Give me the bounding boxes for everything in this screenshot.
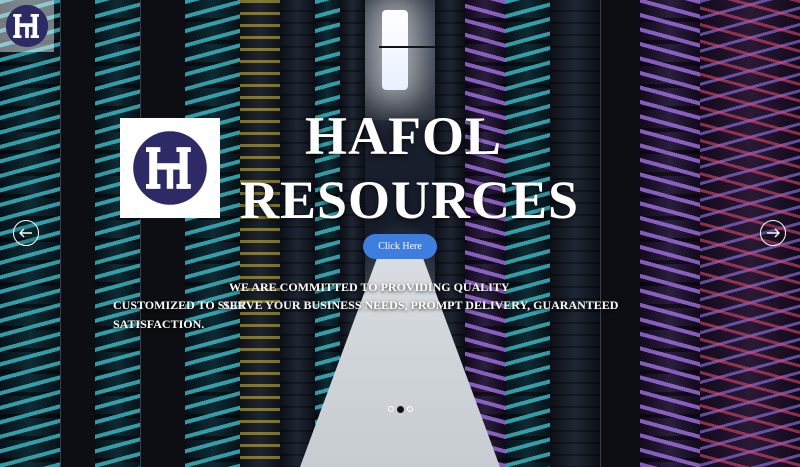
hero-tagline-line3: SATISFACTION. (113, 317, 205, 331)
background-rack (185, 0, 240, 467)
arrow-left-icon (19, 228, 32, 238)
hero-tagline-line2a: CUSTOMIZED TO SUIT (113, 298, 246, 312)
hafol-hr-monogram-icon (133, 131, 207, 205)
carousel-next-button[interactable] (760, 220, 786, 246)
background-rack-frame (60, 0, 97, 467)
background-rack (280, 0, 315, 467)
hafol-hr-monogram-icon (5, 4, 49, 48)
background-rack-frame (600, 0, 642, 467)
hero-title-line1: HAFOL (305, 106, 503, 166)
click-here-button[interactable]: Click Here (363, 234, 437, 259)
background-ceiling-bar (379, 46, 439, 48)
background-ceiling-light (382, 10, 408, 90)
hero-tagline-line2b: SERVE YOUR BUSINESS NEEDS, PROMPT DELIVE… (223, 298, 619, 312)
arrow-right-icon (767, 228, 780, 238)
corner-logo[interactable] (0, 0, 54, 52)
background-rack (505, 0, 550, 467)
hero-tagline-line1: WE ARE COMMITTED TO PROVIDING QUALITY (229, 280, 510, 294)
carousel-dot[interactable] (388, 406, 394, 412)
hero-title-line2: RESOURCES (240, 170, 580, 230)
carousel-dot-active[interactable] (397, 406, 404, 413)
carousel-indicators (388, 406, 413, 413)
brand-logo (120, 118, 220, 218)
background-rack (550, 0, 600, 467)
carousel-prev-button[interactable] (13, 220, 39, 246)
carousel-dot[interactable] (407, 406, 413, 412)
background-rack (640, 0, 700, 467)
background-rack (95, 0, 140, 467)
background-rack (240, 0, 280, 467)
background-rack-frame (140, 0, 187, 467)
background-rack (465, 0, 505, 467)
